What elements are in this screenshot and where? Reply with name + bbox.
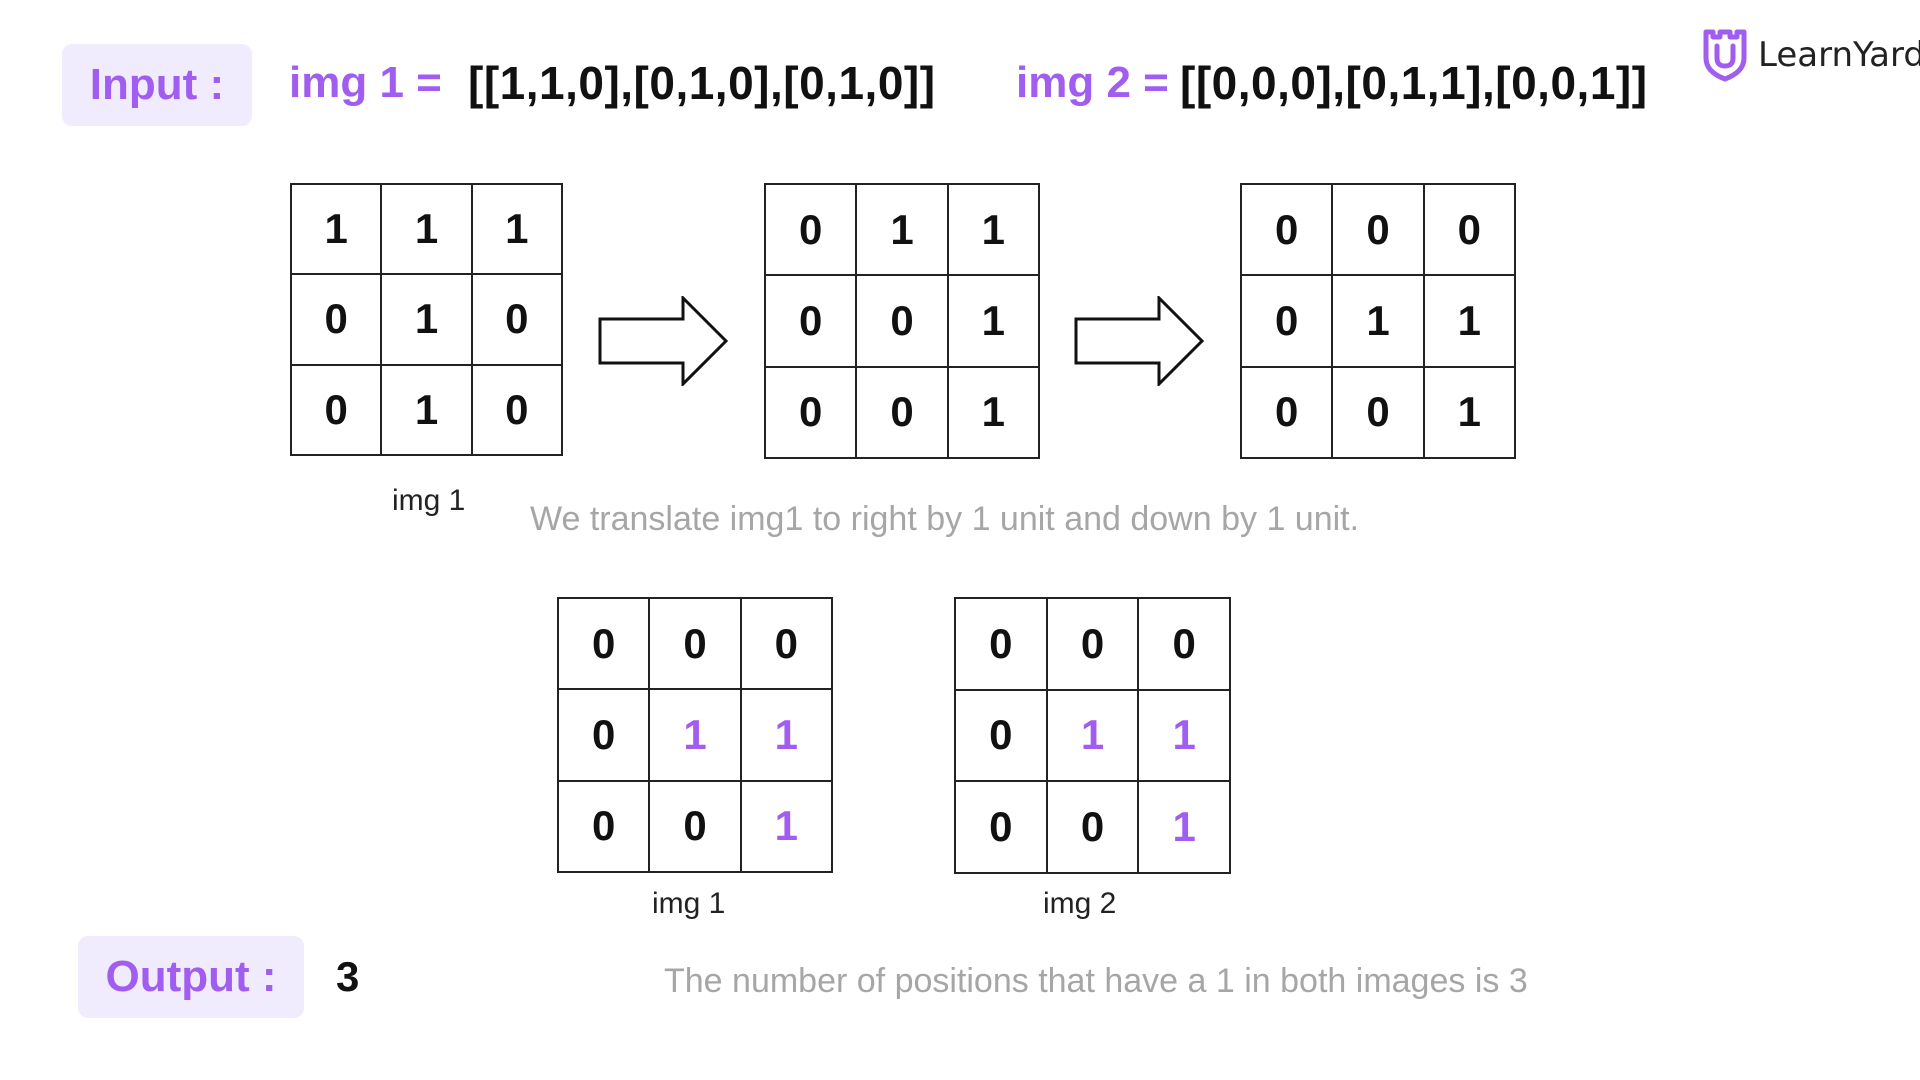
grid-cell: 0 [558,689,650,781]
grid-cell: 1 [1423,275,1515,367]
grid-cell: 1 [740,780,832,872]
grid-cell: 1 [381,184,472,275]
grid-cell: 0 [1241,184,1333,276]
grid-cell: 1 [947,366,1039,458]
grid-cell: 0 [649,780,741,872]
grid-cell: 0 [955,598,1047,690]
grid-cell: 0 [471,274,562,365]
grid-cell: 0 [765,184,857,276]
grid-cell: 1 [381,364,472,455]
output-label: Output : [78,936,304,1018]
grid-cell: 0 [856,275,948,367]
grid-cell: 0 [291,364,382,455]
grid-cell: 0 [1241,366,1333,458]
grid-cell: 0 [955,689,1047,782]
translation-note: We translate img1 to right by 1 unit and… [530,500,1360,538]
input-label: Input : [62,44,252,126]
grid-caption: img 1 [392,484,466,517]
img2-array: [[0,0,0],[0,1,1],[0,0,1]] [1180,57,1648,109]
grid-cell: 1 [471,184,562,275]
grid-cell: 0 [740,598,832,690]
img1-array: [[1,1,0],[0,1,0],[0,1,0]] [468,57,936,109]
grid-cell: 0 [1332,366,1424,458]
right-arrow-icon [598,296,729,386]
grid-cell: 0 [1046,598,1139,690]
brand-name: LearnYard [1758,35,1920,75]
grid-cell: 0 [1138,598,1230,690]
grid-cell: 0 [1332,184,1424,276]
grid-cell: 1 [1046,689,1139,782]
grid-cell: 0 [558,598,650,690]
output-value: 3 [336,953,360,1000]
shield-logo-icon [1703,29,1747,82]
grid-cell: 1 [1138,781,1230,873]
grid-cell: 1 [1332,275,1424,367]
grid-cell: 0 [291,274,382,365]
grid-cell: 1 [1423,366,1515,458]
grid-cell: 0 [1241,275,1333,367]
grid-cell: 1 [947,275,1039,367]
grid-cell: 0 [765,275,857,367]
compare-caption-img2: img 2 [1043,887,1117,920]
grid-cell: 0 [955,781,1047,873]
grid-cell: 1 [291,184,382,275]
grid-cell: 0 [856,366,948,458]
brand-logo: LearnYard [1702,28,1920,82]
img1-label: img 1 = [289,58,442,107]
grid-cell: 0 [1423,184,1515,276]
grid-cell: 0 [649,598,741,690]
grid-cell: 1 [649,689,741,781]
grid-cell: 0 [1046,781,1139,873]
grid-cell: 0 [558,780,650,872]
grid-cell: 1 [947,184,1039,276]
grid-cell: 0 [765,366,857,458]
compare-caption-img1: img 1 [652,887,726,920]
grid-cell: 0 [471,364,562,455]
grid-cell: 1 [381,274,472,365]
grid-cell: 1 [740,689,832,781]
right-arrow-icon [1074,296,1205,386]
grid-cell: 1 [856,184,948,276]
img2-label: img 2 = [1016,58,1169,107]
output-note: The number of positions that have a 1 in… [664,962,1528,1000]
grid-cell: 1 [1138,689,1230,782]
